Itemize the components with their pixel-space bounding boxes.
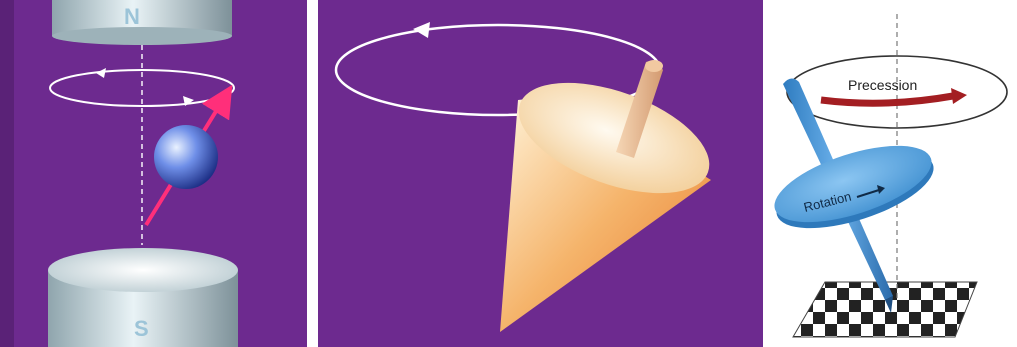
north-magnet: N bbox=[52, 0, 232, 45]
nucleus-sphere bbox=[154, 125, 218, 189]
magnet-diagram: N S bbox=[0, 0, 307, 347]
gyroscope-panel: Rotation Precession bbox=[765, 0, 1017, 347]
precession-label: Precession bbox=[848, 77, 917, 93]
magnet-panel: N S bbox=[0, 0, 307, 347]
south-pole-label: S bbox=[134, 316, 149, 341]
spinning-top-diagram bbox=[318, 0, 763, 347]
south-magnet: S bbox=[48, 248, 238, 347]
gyroscope-diagram: Rotation Precession bbox=[765, 0, 1017, 347]
north-pole-label: N bbox=[124, 4, 140, 29]
spinning-top-panel bbox=[318, 0, 763, 347]
